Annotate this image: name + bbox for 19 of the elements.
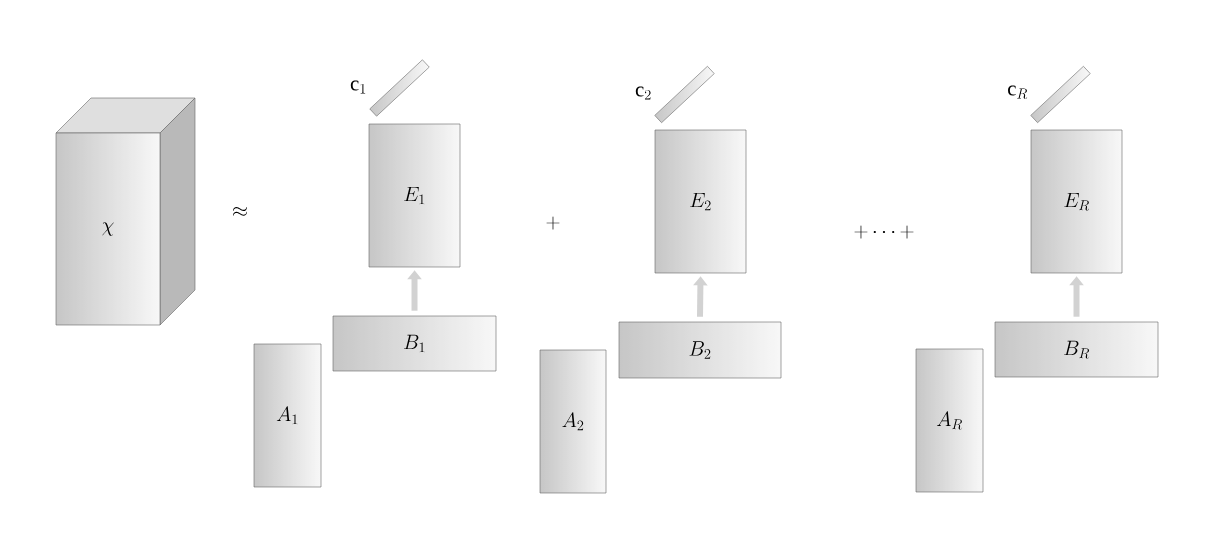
bar (1030, 66, 1091, 123)
operator: $+\cdots+$ (854, 225, 914, 239)
factor-label: $\mathrm{c}_R$ (1008, 85, 1028, 99)
matrix-box: $E_R$ (1030, 129, 1123, 274)
operator: $+$ (546, 216, 560, 230)
matrix-box: $E_1$ (368, 123, 461, 268)
factor-label: $\mathrm{c}_1$ (350, 80, 366, 94)
bar (654, 66, 715, 123)
matrix-box: $E_2$ (654, 129, 747, 274)
matrix-box: $B_R$ (994, 321, 1159, 378)
matrix-box: $A_R$ (915, 348, 984, 493)
matrix-box: $A_1$ (253, 343, 322, 488)
bar (369, 59, 430, 117)
matrix-box: $B_2$ (618, 321, 782, 379)
factor-label: $\mathrm{c}_2$ (635, 86, 651, 100)
cuboid: $\chi$ (55, 97, 196, 326)
matrix-box: $B_1$ (332, 315, 497, 372)
matrix-box: $A_2$ (539, 349, 607, 494)
operator: $\approx$ (233, 207, 247, 216)
